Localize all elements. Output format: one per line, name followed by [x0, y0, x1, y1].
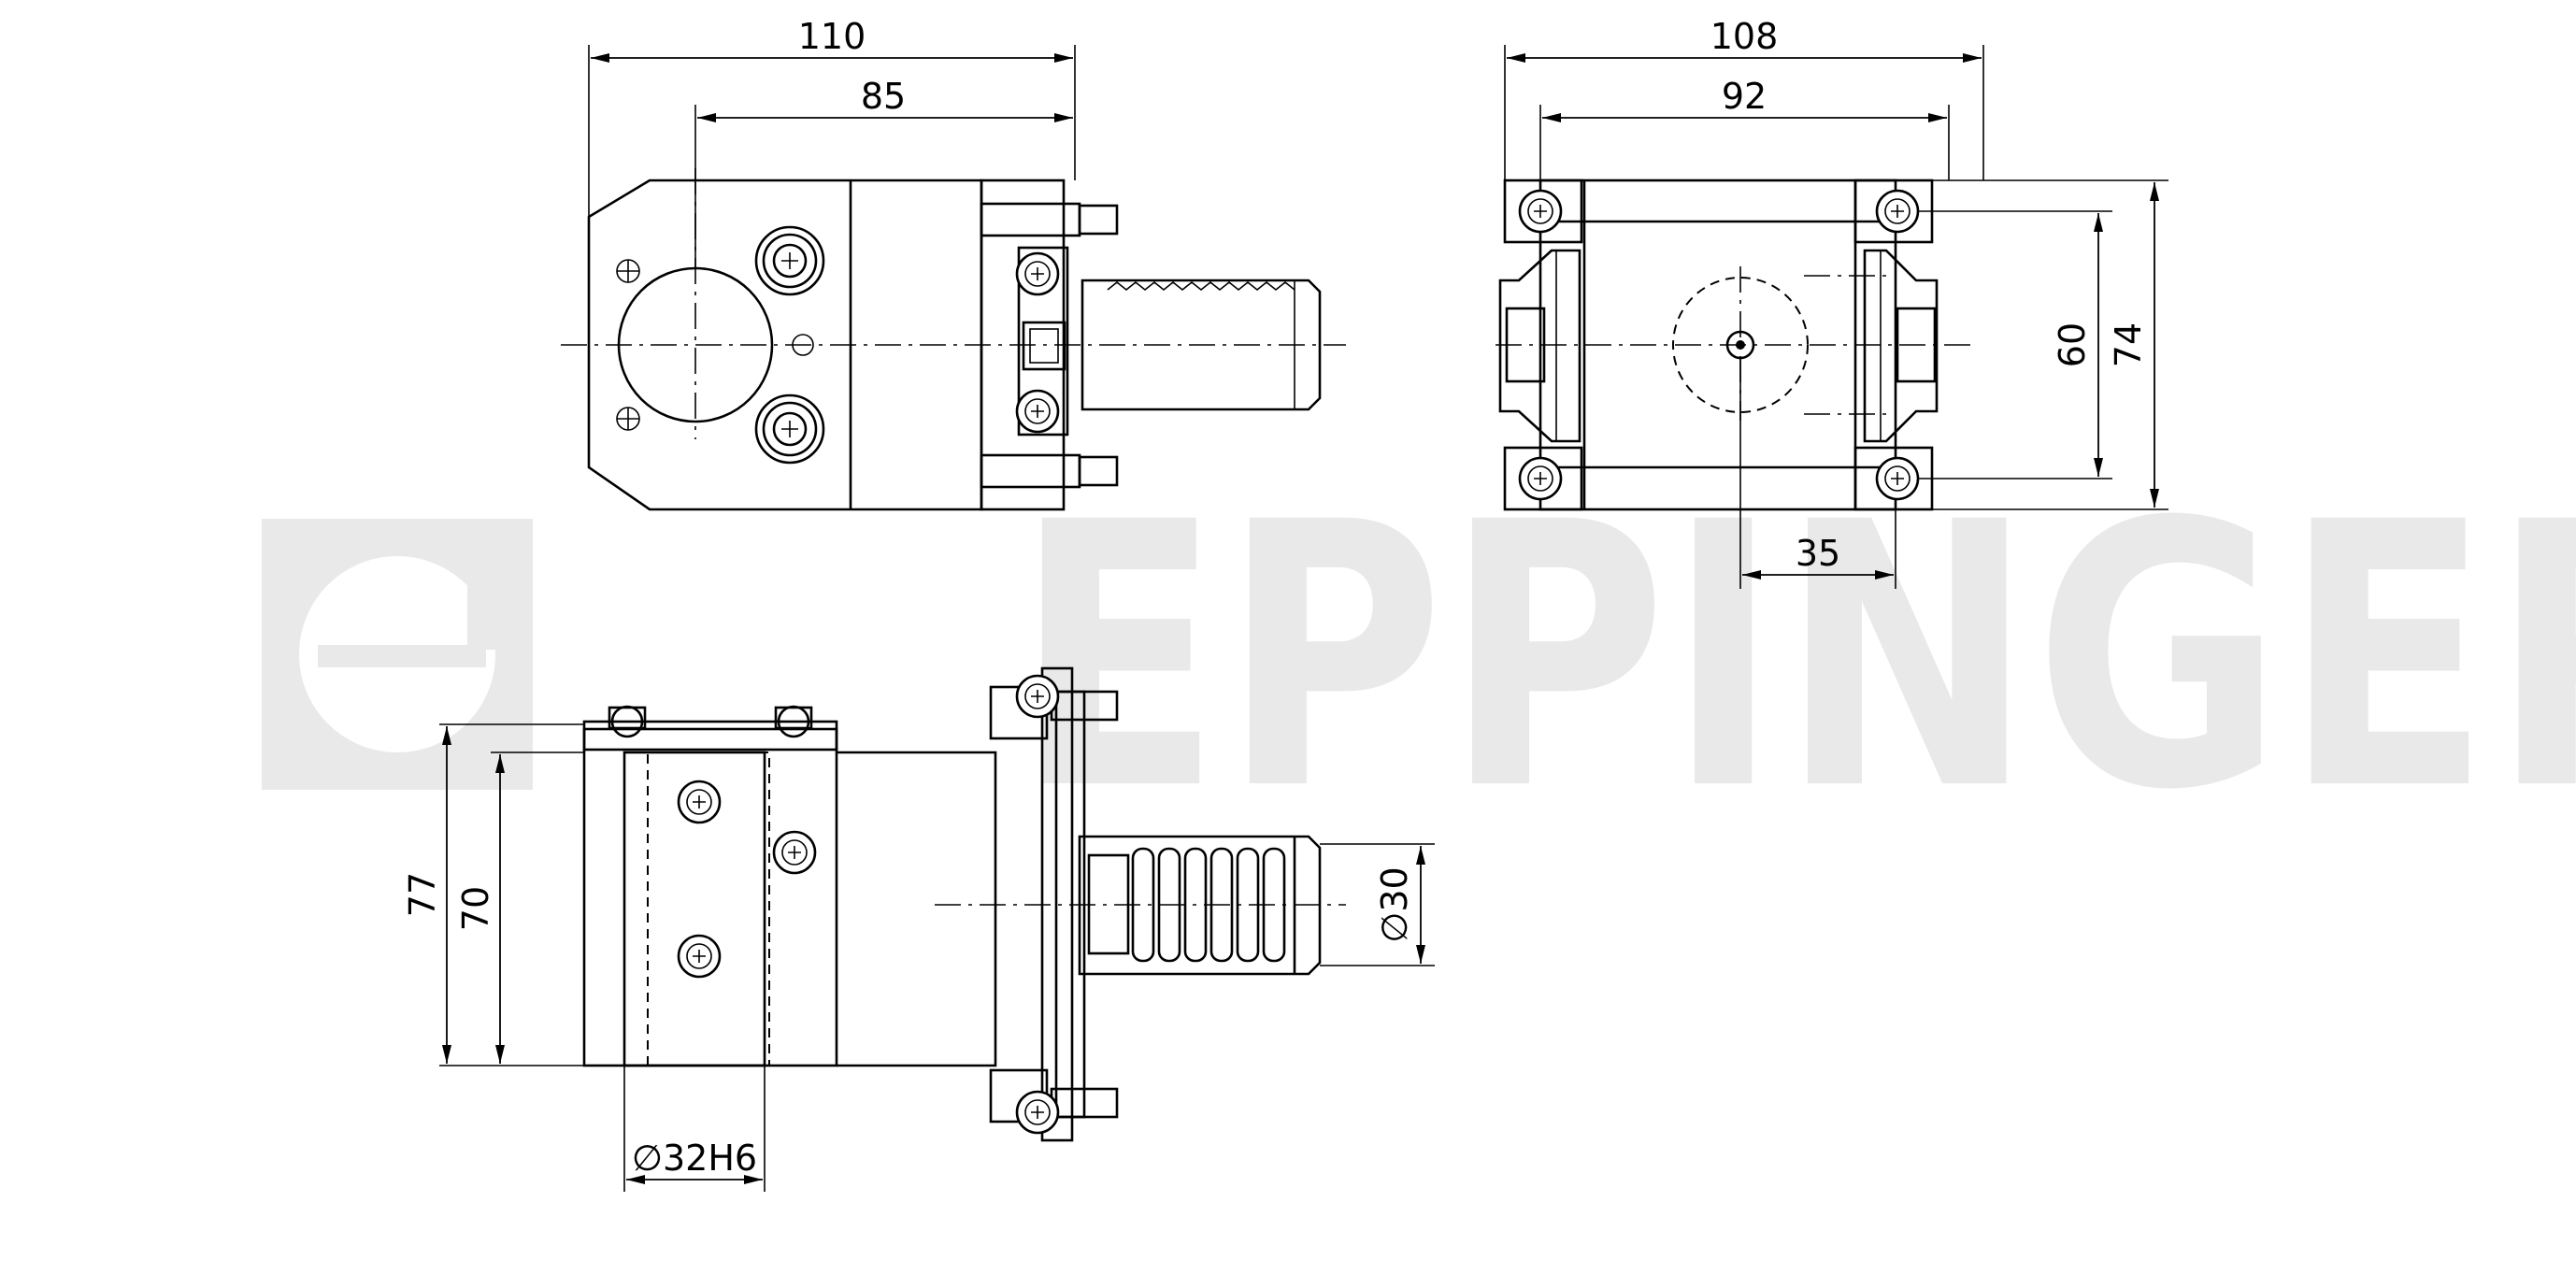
top-total-height-label: 77: [402, 872, 443, 917]
dim-top-total-height: 77: [402, 723, 584, 1066]
side-offset-label: 35: [1796, 533, 1840, 574]
watermark: EPPINGER: [262, 445, 2576, 869]
side-total-height-label: 74: [2108, 322, 2149, 367]
dim-side-width: 92: [1539, 76, 1950, 187]
dim-top-body-height: 70: [455, 751, 584, 1064]
top-shank-diameter-label: ∅30: [1374, 866, 1415, 942]
top-mounting-plate: [582, 705, 838, 751]
dim-side-total-height: 74: [1932, 179, 2168, 510]
dim-side-hole-spacing: 60: [1918, 210, 2112, 479]
front-total-width-label: 110: [798, 16, 866, 57]
watermark-brand: EPPINGER: [1014, 445, 2576, 869]
top-bore-diameter-label: ∅32H6: [632, 1138, 757, 1179]
side-total-width-label: 108: [1710, 16, 1779, 57]
side-hole-spacing-label: 60: [2052, 322, 2093, 367]
side-width-label: 92: [1722, 76, 1767, 117]
top-view: 77 70 ∅30 ∅32H6: [402, 666, 1435, 1192]
dim-side-offset: 35: [1739, 358, 1896, 589]
side-right-clamp: [1863, 249, 1939, 443]
dim-top-bore-diameter: ∅32H6: [623, 1066, 766, 1192]
dim-front-total-width: 110: [588, 16, 1076, 217]
dim-front-bore-to-end: 85: [694, 76, 1073, 268]
dim-top-shank-diameter: ∅30: [1320, 843, 1435, 966]
dim-side-total-width: 108: [1504, 16, 1984, 180]
front-view: 110 85: [561, 16, 1346, 511]
brand-logo-icon: [262, 519, 533, 790]
front-clamp-pins: [980, 202, 1119, 489]
side-view: 108 92 60 74 35: [1496, 16, 2168, 589]
front-bore-to-end-label: 85: [861, 76, 906, 117]
top-body-height-label: 70: [455, 886, 496, 931]
top-body: [582, 727, 997, 1067]
